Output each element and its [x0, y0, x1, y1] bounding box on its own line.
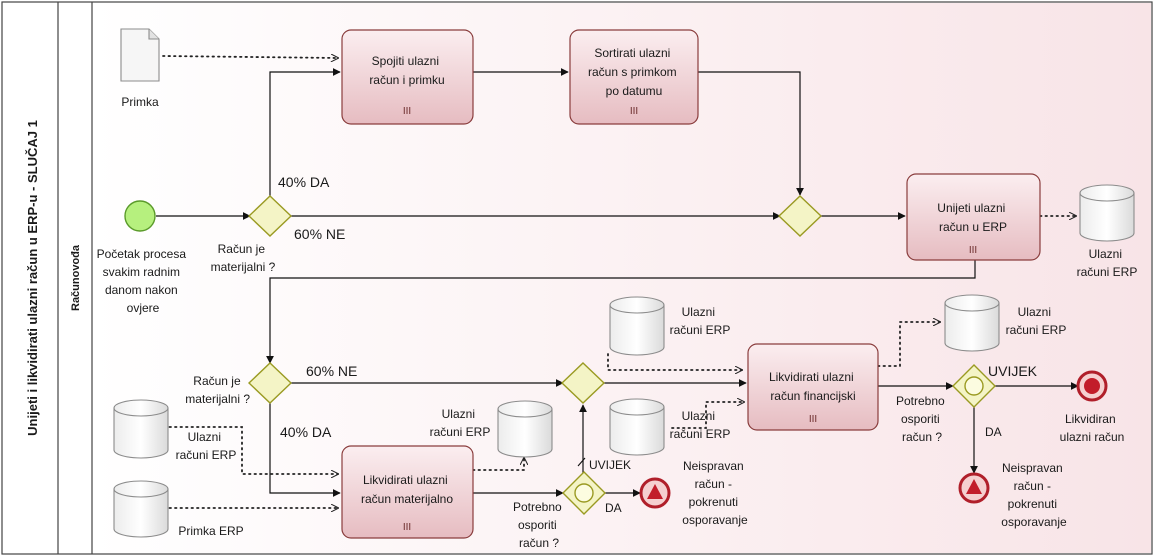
svg-text:Likvidiran ulazni račun: Likvidiran ulazni račun: [1060, 412, 1125, 444]
start-event-label: Početak procesa svakim radnim danom nako…: [97, 247, 190, 315]
svg-text:Neispravan račun -: Neispravan račun - pokrenuti osporavanje: [1001, 461, 1067, 529]
label-g5-da: DA: [605, 501, 622, 515]
label-g3-da: 40% DA: [280, 424, 332, 440]
multi-instance-marker: III: [630, 106, 638, 117]
flow-g1-da: [269, 68, 341, 196]
data-store-ulazni-racuni-erp-5[interactable]: Ulazni računi ERP: [609, 398, 731, 456]
svg-text:Likvidirati ulazni račun: Likvidirati ulazni račun financijski: [769, 370, 857, 403]
svg-text:Račun je materijalni ?: Račun je materijalni ?: [211, 242, 276, 274]
svg-text:Ulazni računi ERP: Ulazni računi ERP: [1006, 305, 1067, 337]
data-store-ulazni-racuni-erp-2[interactable]: Ulazni računi ERP: [609, 296, 731, 356]
flow-unijeti-to-g3: [266, 260, 976, 364]
label-g6-uvijek: UVIJEK: [988, 363, 1038, 379]
label-g1-da: 40% DA: [278, 174, 330, 190]
error-icon: [966, 479, 982, 494]
document-primka[interactable]: Primka: [120, 28, 160, 109]
assoc-erp2-fin: [607, 353, 743, 370]
multi-instance-marker: III: [809, 414, 817, 425]
assoc-erp5-fin: [671, 402, 745, 429]
gateway-g6[interactable]: Potrebno osporiti račun ?: [896, 364, 996, 444]
gateway-g3[interactable]: Račun je materijalni ?: [185, 362, 293, 406]
associations: [162, 56, 1077, 508]
flow-sortirati-to-g2: [698, 71, 804, 196]
label-g3-ne: 60% NE: [306, 363, 357, 379]
data-store-primka-erp[interactable]: Primka ERP: [113, 480, 244, 538]
data-store-ulazni-racuni-erp-3[interactable]: Ulazni računi ERP: [944, 294, 1067, 352]
task-spojiti[interactable]: Spojiti ulazni račun i primku III: [341, 29, 474, 125]
data-store-ulazni-racuni-erp-4[interactable]: Ulazni računi ERP: [430, 400, 553, 458]
gateway-g4[interactable]: [560, 362, 606, 404]
flow-labels: 40% DA 60% NE 60% NE 40% DA UVIJEK DA UV…: [278, 174, 1038, 515]
gateway-g1[interactable]: Račun je materijalni ?: [211, 195, 293, 274]
multi-instance-marker: III: [403, 522, 411, 533]
default-flow-slash: [577, 457, 586, 467]
assoc-primka-spojiti: [162, 56, 339, 58]
svg-text:Račun je materijalni ?: Račun je materijalni ?: [185, 374, 250, 406]
svg-text:Ulazni računi ERP: Ulazni računi ERP: [670, 305, 731, 337]
data-store-ulazni-racuni-erp-6[interactable]: Ulazni računi ERP: [113, 399, 237, 462]
svg-text:Ulazni računi ERP: Ulazni računi ERP: [430, 407, 491, 439]
assoc-mat-erp4: [472, 457, 524, 471]
svg-text:Sortirati ulazni račun s: Sortirati ulazni račun s primkom po datu…: [588, 46, 680, 98]
svg-text:Primka: Primka: [121, 95, 159, 109]
svg-text:Unijeti ulazni račun u E: Unijeti ulazni račun u ERP: [937, 201, 1008, 234]
task-likvidirati-financijski[interactable]: Likvidirati ulazni račun financijski III: [747, 343, 879, 431]
task-sortirati[interactable]: Sortirati ulazni račun s primkom po datu…: [569, 29, 699, 125]
error-icon: [647, 484, 663, 499]
svg-text:Ulazni računi ERP: Ulazni računi ERP: [1077, 247, 1138, 279]
label-g5-uvijek: UVIJEK: [589, 458, 631, 472]
gateway-g5[interactable]: Potrebno osporiti račun ?: [513, 471, 606, 550]
multi-instance-marker: III: [403, 106, 411, 117]
svg-text:Spojiti ulazni račun i p: Spojiti ulazni račun i primku: [369, 54, 444, 87]
svg-text:Potrebno osporiti: Potrebno osporiti račun ?: [513, 500, 565, 550]
svg-text:Primka ERP: Primka ERP: [178, 524, 243, 538]
svg-text:Ulazni računi ERP: Ulazni računi ERP: [176, 430, 237, 462]
svg-text:Neispravan račun -: Neispravan račun - pokrenuti osporavanje: [682, 459, 748, 527]
data-store-ulazni-racuni-erp-1[interactable]: Ulazni računi ERP: [1077, 184, 1138, 279]
label-g1-ne: 60% NE: [294, 226, 345, 242]
svg-text:Ulazni računi ERP: Ulazni računi ERP: [670, 409, 731, 441]
sequence-flows: [156, 68, 1079, 497]
lane-title: Računovođa: [70, 244, 82, 311]
svg-text:Potrebno osporiti: Potrebno osporiti račun ?: [896, 394, 948, 444]
task-unijeti[interactable]: Unijeti ulazni račun u ERP III: [906, 173, 1041, 261]
multi-instance-marker: III: [969, 245, 977, 256]
start-event[interactable]: Početak procesa svakim radnim danom nako…: [97, 200, 190, 315]
flow-g3-da: [269, 403, 341, 497]
end-event-likvidiran[interactable]: Likvidiran ulazni račun: [1060, 370, 1125, 444]
assoc-fin-erp3: [877, 322, 941, 367]
task-likvidirati-materijalno[interactable]: Likvidirati ulazni račun materijalno III: [341, 445, 474, 539]
label-g6-da: DA: [985, 425, 1002, 439]
error-end-event-2[interactable]: Neispravan račun - pokrenuti osporavanje: [958, 461, 1067, 529]
pool-title: Unijeti i likvidirati ulazni račun u ERP…: [25, 120, 40, 436]
svg-text:Likvidirati ulazni račun: Likvidirati ulazni račun materijalno: [361, 473, 453, 506]
error-end-event-1[interactable]: Neispravan račun - pokrenuti osporavanje: [639, 459, 748, 527]
assoc-erp6-mat: [163, 426, 339, 474]
gateway-g2[interactable]: [777, 195, 823, 237]
